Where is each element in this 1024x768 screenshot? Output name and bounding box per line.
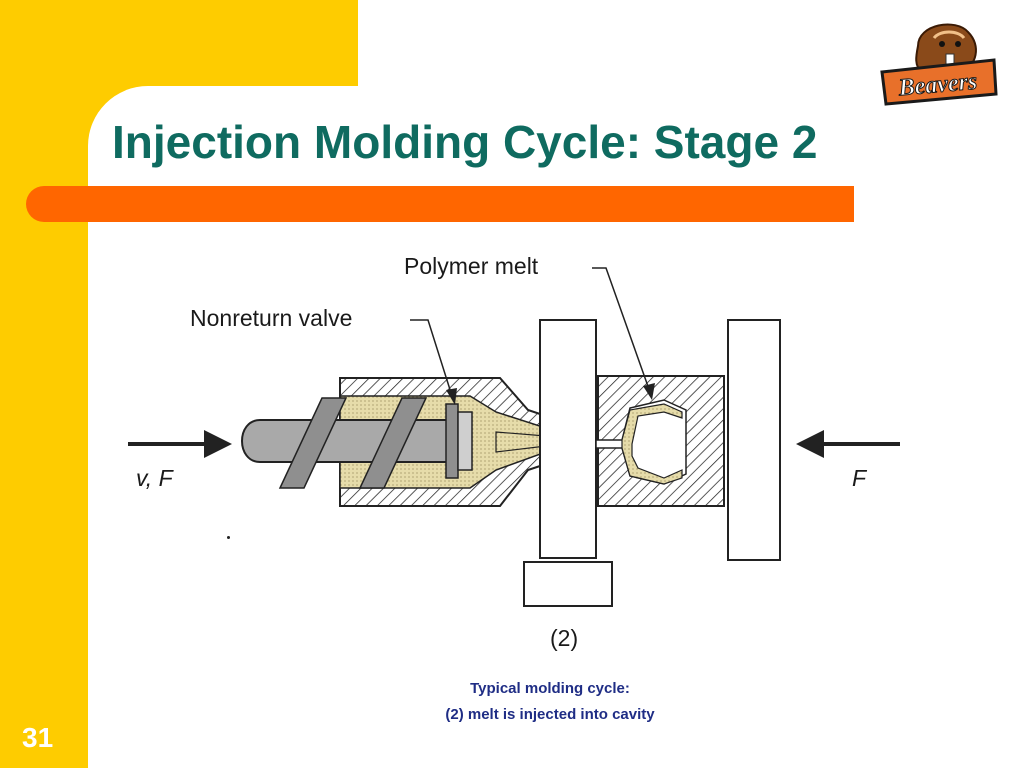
cavity-melt xyxy=(621,403,683,485)
polymer-melt-leader-arrow xyxy=(643,383,655,400)
beaver-face-highlight xyxy=(932,30,966,40)
beavers-logo: Beavers xyxy=(880,23,998,106)
stage-label: (2) xyxy=(550,625,578,651)
nonreturn-valve-leader xyxy=(410,319,453,397)
stray-dot xyxy=(227,536,230,539)
right-force-arrow-head xyxy=(796,430,824,458)
nonreturn-valve-leader-arrow xyxy=(446,388,457,405)
beaver-eye-left xyxy=(939,41,945,47)
logo-banner xyxy=(880,58,998,106)
left-force-label: v, F xyxy=(136,465,175,491)
moving-platen xyxy=(727,319,781,561)
nonreturn-valve-tip xyxy=(457,411,473,471)
stationary-platen xyxy=(539,319,597,559)
beaver-teeth xyxy=(945,53,955,65)
platen-base xyxy=(523,561,613,607)
slide-number: 31 xyxy=(22,722,54,753)
polymer-melt-leader xyxy=(592,267,651,393)
beaver-eye-right xyxy=(955,41,961,47)
accent-bar xyxy=(26,186,854,222)
slide-title: Injection Molding Cycle: Stage 2 xyxy=(112,116,818,168)
left-force-arrow-head xyxy=(204,430,232,458)
nonreturn-valve-label: Nonreturn valve xyxy=(190,305,352,331)
screw-shaft xyxy=(241,419,471,463)
polymer-melt-label: Polymer melt xyxy=(404,253,539,279)
screw-flight xyxy=(278,397,348,489)
caption-line-2: (2) melt is injected into cavity xyxy=(445,706,655,723)
caption-line-1: Typical molding cycle: xyxy=(470,680,630,697)
nonreturn-valve-ring xyxy=(445,403,459,479)
right-force-label: F xyxy=(852,465,868,491)
screw-flight xyxy=(358,397,428,489)
figure-caption: Typical molding cycle: (2) melt is injec… xyxy=(350,676,750,728)
injection-molding-diagram: Polymer melt Nonreturn valve v, F F (2) xyxy=(128,253,900,651)
